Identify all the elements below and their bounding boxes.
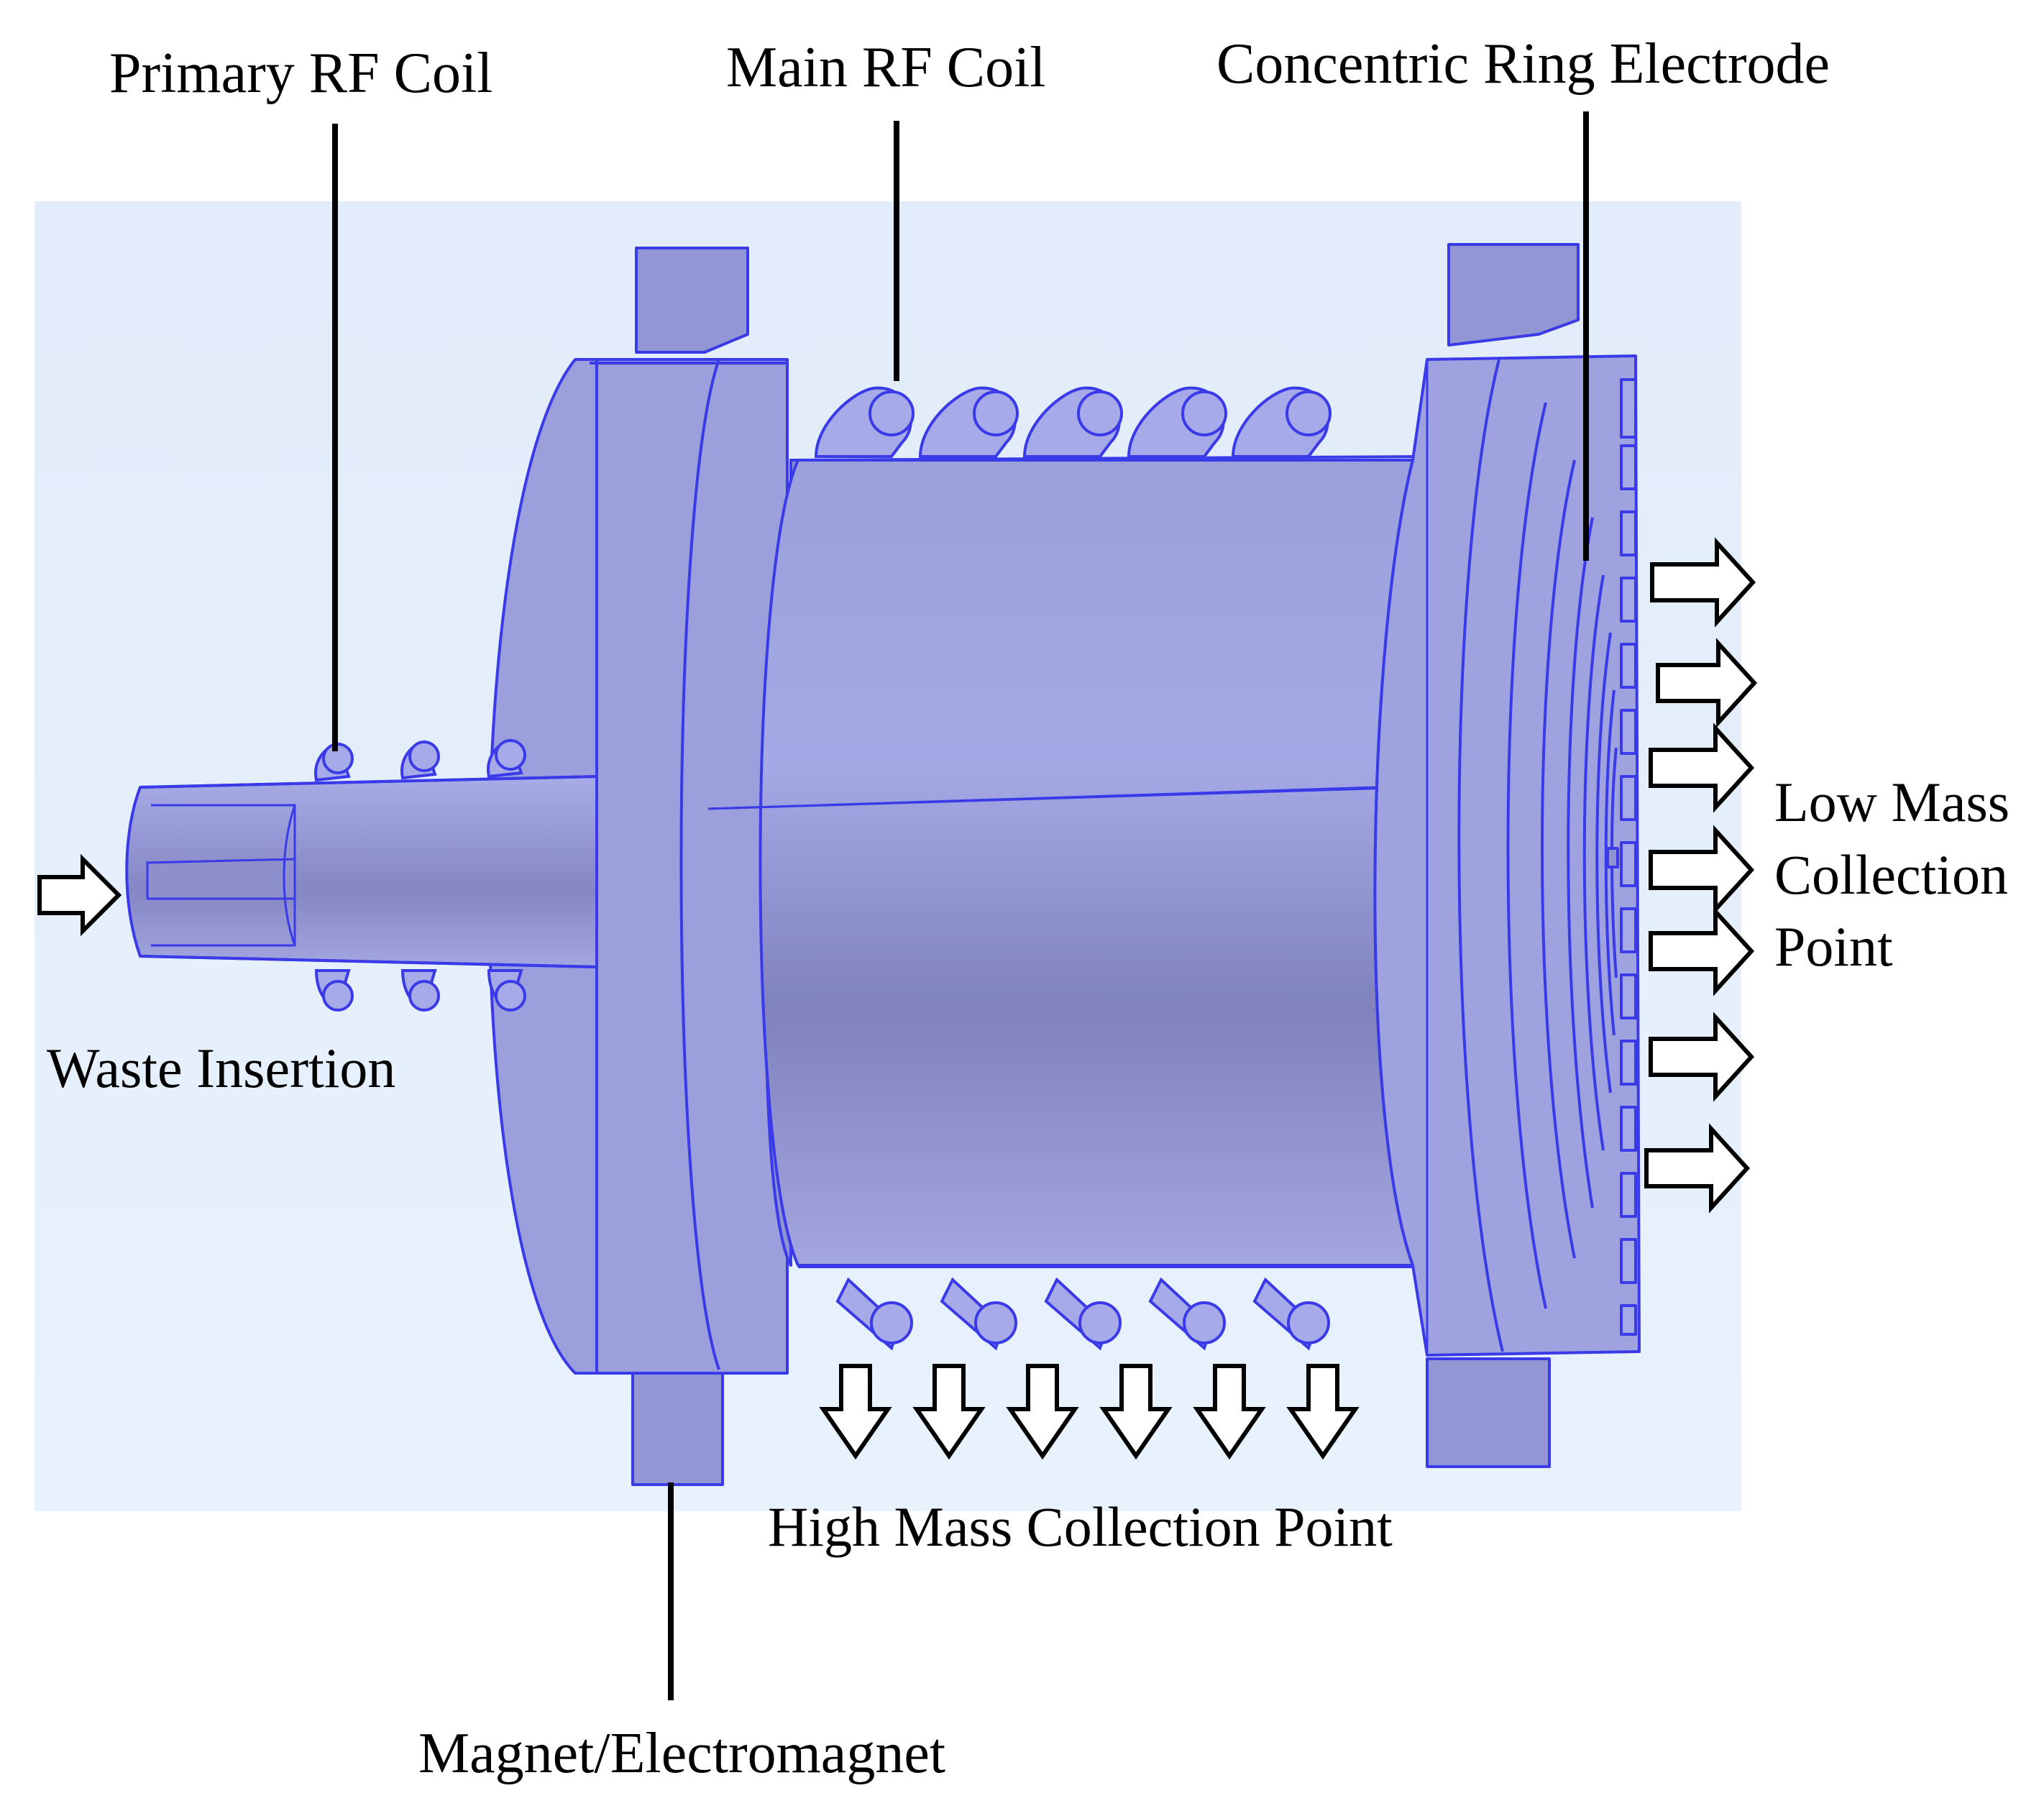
waste-insertion-arrow <box>37 853 122 937</box>
label-main-rf-coil: Main RF Coil <box>726 36 1046 99</box>
label-waste-insertion: Waste Insertion <box>47 1037 395 1099</box>
ring-edge-tabs <box>1620 378 1637 1336</box>
left-bottom-block <box>631 1372 724 1486</box>
main-drum <box>759 459 1414 1267</box>
label-point: Point <box>1774 915 1893 978</box>
main-rf-coil-top <box>814 386 1332 458</box>
inlet-tube <box>125 775 598 968</box>
main-rf-coil-bottom <box>835 1277 1330 1351</box>
label-high-mass-collection-point: High Mass Collection Point <box>768 1495 1393 1558</box>
right-bottom-block <box>1426 1357 1551 1468</box>
pointer-lines <box>332 111 1589 1700</box>
primary-rf-coil <box>314 738 526 1012</box>
label-primary-rf-coil: Primary RF Coil <box>109 42 492 105</box>
label-collection: Collection <box>1774 843 2008 906</box>
label-low-mass: Low Mass <box>1774 771 2009 833</box>
center-electrode <box>1606 847 1619 868</box>
right-top-block <box>1447 243 1580 347</box>
label-magnet: Magnet/Electromagnet <box>418 1722 945 1785</box>
reactor-body <box>125 243 1641 1486</box>
concentric-ring-electrode <box>1457 359 1618 1352</box>
low-mass-arrows <box>1644 537 1758 1214</box>
high-mass-arrows <box>819 1364 1360 1460</box>
label-concentric-ring-electrode: Concentric Ring Electrode <box>1216 32 1830 96</box>
left-top-block <box>635 247 749 354</box>
